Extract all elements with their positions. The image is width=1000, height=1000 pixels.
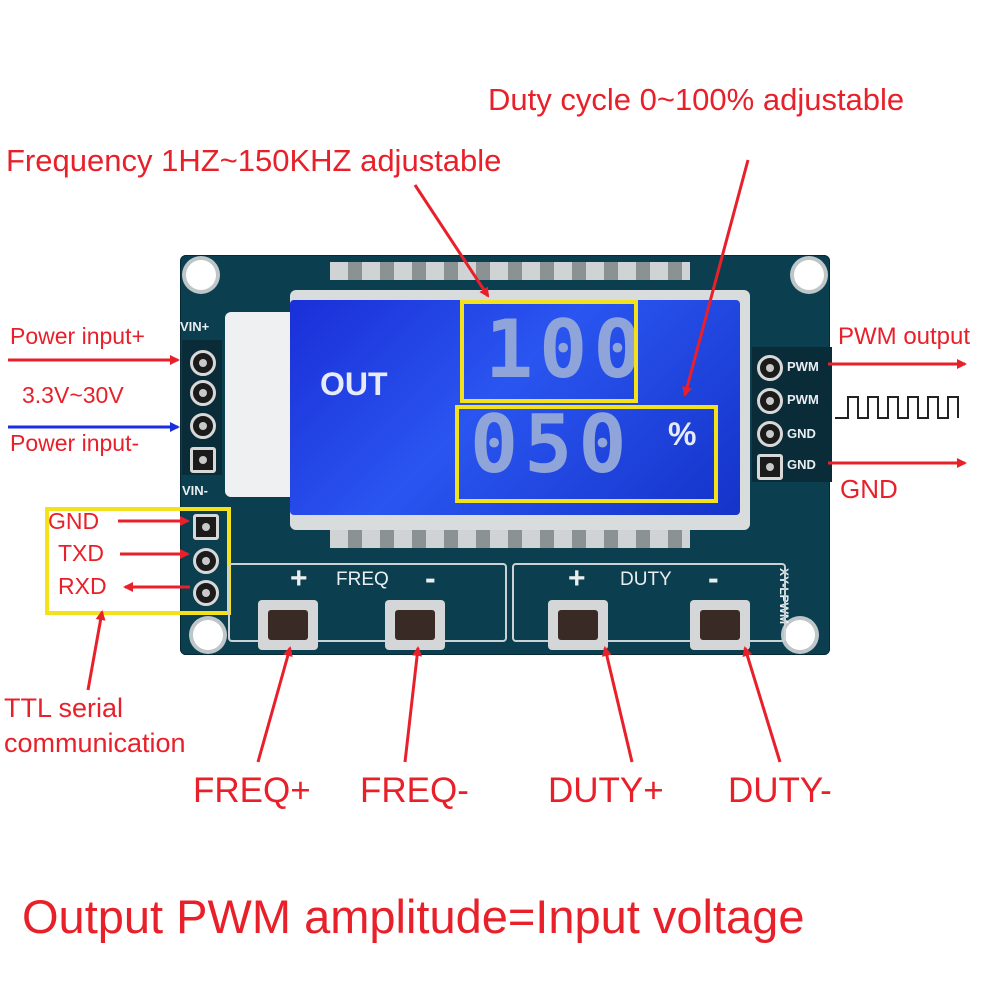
pwm-output-label: PWM output [838, 323, 971, 350]
vin-minus-pin [190, 447, 216, 473]
frequency-highlight-box [460, 300, 638, 403]
freq-plus-button[interactable] [258, 600, 318, 650]
mount-hole-top-right [794, 260, 824, 290]
duty-display-value: 050 [470, 398, 633, 491]
power-input-minus-label: Power input- [10, 430, 140, 456]
ttl-arrow [86, 610, 106, 691]
vin-plus-label: VIN+ [180, 319, 210, 334]
freq-plus-callout: FREQ+ [193, 771, 311, 810]
rxd-label: RXD [58, 573, 107, 599]
amplitude-caption: Output PWM amplitude=Input voltage [22, 890, 805, 943]
vin-minus-label: VIN- [182, 483, 208, 498]
pwm-pin-2 [757, 388, 783, 414]
freq-minus-callout: FREQ- [360, 771, 469, 810]
mount-hole-bottom-left [193, 620, 223, 650]
freq-plus-arrow [256, 646, 293, 763]
lcd-bottom-pins [330, 530, 690, 548]
lcd-percent-symbol: % [668, 416, 697, 452]
txd-pin [193, 548, 219, 574]
gnd-serial-label: GND [48, 508, 100, 534]
frequency-callout: Frequency 1HZ~150KHZ adjustable [6, 143, 502, 178]
frequency-display-value: 100 [485, 303, 648, 396]
lcd-top-pins [330, 262, 690, 280]
mount-hole-top-left [186, 260, 216, 290]
gnd2-label: GND [787, 457, 816, 472]
gnd1-label: GND [787, 426, 816, 441]
lcd-out-label: OUT [320, 366, 388, 402]
vin-plus-pin [190, 350, 216, 376]
duty-plus-symbol: + [568, 562, 586, 595]
gnd-output-label: GND [840, 474, 898, 504]
ttl-label-line1: TTL serial [4, 693, 124, 723]
duty-button-group [512, 563, 786, 642]
duty-highlight-box [455, 405, 718, 503]
lcd-backlight-edge [225, 312, 295, 497]
vin-pin-3 [190, 413, 216, 439]
txd-label: TXD [58, 540, 104, 566]
duty-plus-arrow [601, 646, 634, 763]
ttl-label-line2: communication [4, 728, 186, 758]
duty-plus-button[interactable] [548, 600, 608, 650]
gnd-serial-pin [193, 514, 219, 540]
rxd-pin [193, 580, 219, 606]
duty-minus-arrow [742, 646, 782, 763]
freq-button-group [228, 563, 507, 642]
duty-minus-button[interactable] [690, 600, 750, 650]
vin-pin-2 [190, 380, 216, 406]
voltage-range-label: 3.3V~30V [22, 382, 124, 408]
gnd-pin-2 [757, 454, 783, 480]
freq-minus-arrow [403, 646, 423, 763]
mount-hole-bottom-right [785, 620, 815, 650]
pwm-pin-1 [757, 355, 783, 381]
pwm2-label: PWM [787, 392, 819, 407]
gnd-pin-1 [757, 421, 783, 447]
duty-minus-symbol: - [708, 560, 719, 596]
freq-plus-symbol: + [290, 562, 308, 595]
pwm-waveform-icon [835, 396, 959, 419]
power-input-plus-label: Power input+ [10, 323, 145, 349]
duty-cycle-callout: Duty cycle 0~100% adjustable [488, 82, 905, 117]
duty-plus-callout: DUTY+ [548, 771, 664, 810]
duty-minus-callout: DUTY- [728, 771, 832, 810]
freq-label: FREQ [336, 569, 389, 590]
freq-minus-button[interactable] [385, 600, 445, 650]
duty-label: DUTY [620, 569, 672, 590]
freq-minus-symbol: - [425, 560, 436, 596]
pwm1-label: PWM [787, 359, 819, 374]
serial-highlight-box [45, 507, 231, 615]
